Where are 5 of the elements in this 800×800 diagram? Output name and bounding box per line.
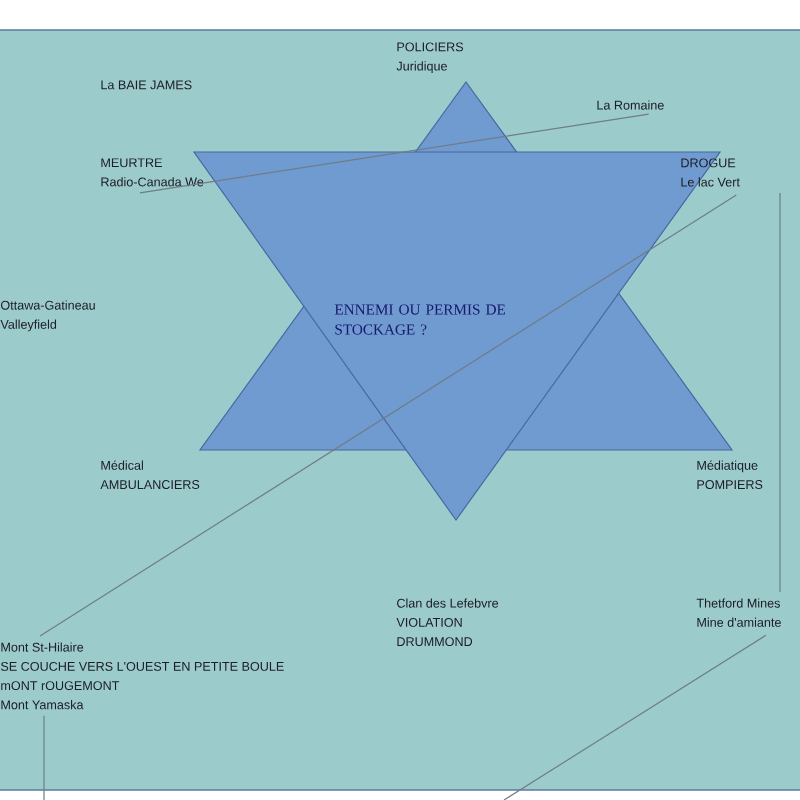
leader-line [139,113,650,194]
leader-line [503,634,767,800]
leader-line [43,715,45,800]
leader-line [779,192,781,593]
leader-line [39,194,737,637]
